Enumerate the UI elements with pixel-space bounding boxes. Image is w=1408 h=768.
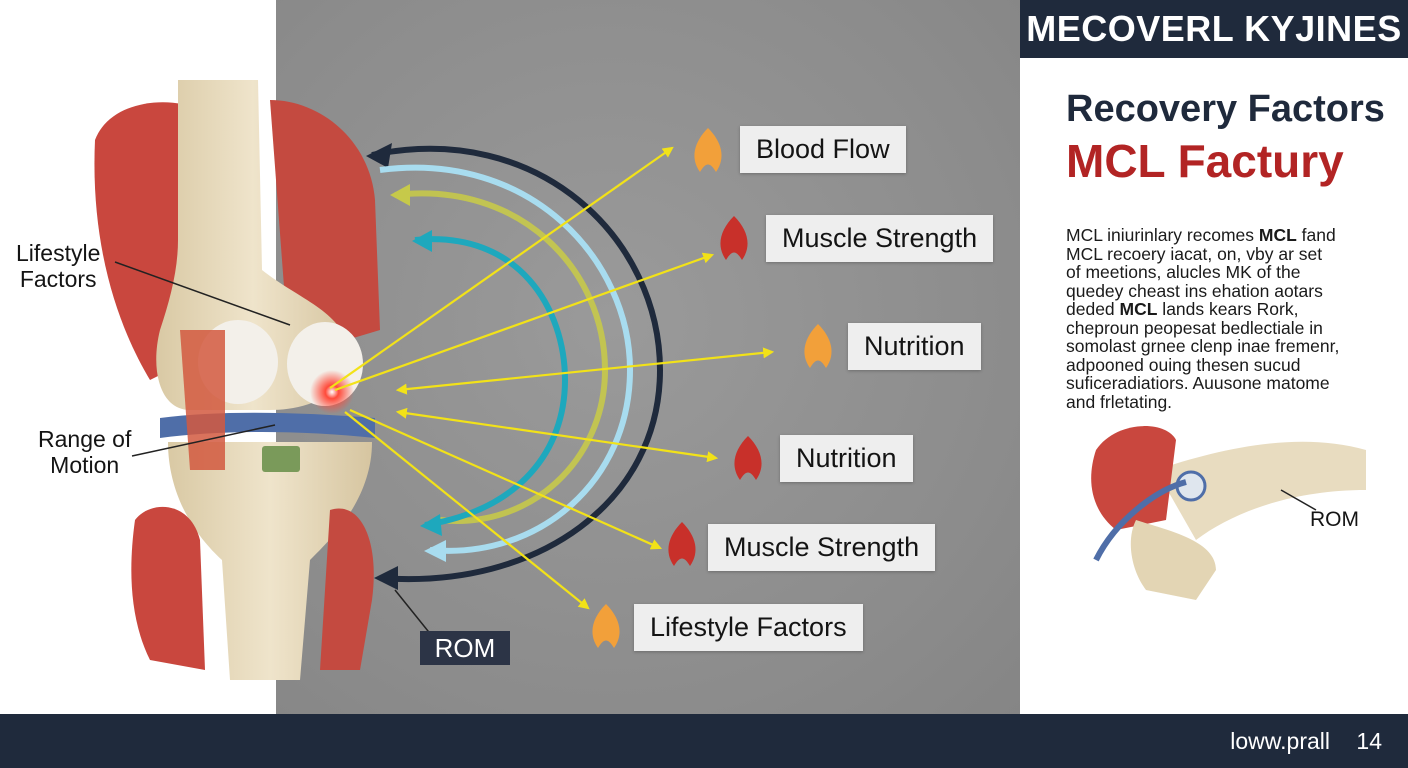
factor-label-muscle-strength-2: Muscle Strength [708, 524, 936, 571]
factor-icon-1 [694, 128, 722, 172]
panel-title: Recovery Factors [1066, 88, 1385, 130]
arc-navy-arrowhead-top [366, 143, 392, 168]
factor-icon-4 [734, 436, 762, 480]
knee-recovery-diagram [94, 80, 832, 680]
arc-navy-arrowhead-bottom [374, 566, 398, 590]
range-of-motion-line1: Range of [38, 426, 132, 452]
panel-body-line: MCL iniurinlary recomes MCL fand [1066, 225, 1336, 245]
calf-muscle-left [131, 506, 205, 670]
side-rom-pointer [1280, 489, 1317, 511]
injury-glow [310, 370, 354, 414]
factor-icon-2 [720, 216, 748, 260]
factor-label-nutrition-1: Nutrition [848, 323, 981, 370]
range-of-motion-label: Range of Motion [38, 426, 131, 478]
knee-side-illustration [1091, 426, 1366, 600]
factor-label-nutrition-2: Nutrition [780, 435, 913, 482]
arc-navy [371, 145, 664, 583]
mcl-ligament [180, 330, 225, 470]
factor-icon-5 [668, 522, 696, 566]
panel-body-line: cheproun peopesat bedlectiale in [1066, 317, 1323, 338]
panel-body-line: somolast grnee clenp inae fremenr, [1066, 336, 1340, 356]
page-number: 14 [1356, 728, 1382, 754]
arc-olive-arrowhead [390, 184, 410, 206]
thigh-muscle-right [270, 100, 380, 345]
factor-icon-3 [804, 324, 832, 368]
factor-icons [592, 128, 832, 648]
arrow-muscle-strength-2 [349, 408, 663, 550]
footer-url[interactable]: lоww.prall [1230, 728, 1330, 754]
side-muscle [1091, 426, 1176, 530]
range-of-motion-line2: Motion [50, 452, 120, 478]
arrow-blood-flow [329, 146, 674, 389]
tibia-marker [262, 446, 300, 472]
knee-anatomy-illustration [94, 80, 380, 680]
panel-body-line: MCL recoеry iacat, on, vby ar set [1066, 243, 1323, 264]
factor-label-muscle-strength-1: Muscle Strength [766, 215, 994, 262]
rom-pointer-line [131, 424, 276, 457]
side-femur [1156, 441, 1366, 540]
side-tibia [1130, 520, 1216, 600]
panel-body-line: deded MCL lands kears Rork, [1066, 299, 1299, 319]
panel-body-line: suficeradiatiors. Auusone matome [1066, 373, 1330, 393]
footer-bar: lоww.prall 14 [0, 714, 1408, 768]
panel-body-line: of meetions, alucles MK of the [1066, 262, 1301, 282]
factor-label-blood-flow: Blood Flow [740, 126, 906, 173]
lifestyle-factors-line2: Factors [19, 266, 97, 292]
arrow-nutrition-2 [395, 407, 719, 463]
calf-muscle-right [320, 508, 374, 670]
panel-subtitle: MCL Factury [1066, 135, 1344, 187]
factor-label-lifestyle-factors: Lifestyle Factors [634, 604, 863, 651]
arc-light-blue-arrowhead [424, 540, 446, 562]
lifestyle-factors-line1: Lifestyle [16, 240, 101, 266]
lifestyle-factors-label: Lifestyle Factors [16, 240, 100, 292]
arrow-lifestyle-factors [344, 411, 590, 610]
panel-body-line: adpooned ouing thesen sucud [1066, 354, 1301, 375]
panel-body-line: and frletating. [1066, 391, 1173, 412]
side-ligament [1093, 479, 1187, 562]
arc-teal [414, 236, 569, 528]
factor-icon-6 [592, 604, 620, 648]
rom-box-pointer-line [394, 589, 433, 637]
side-rom-label: ROM [1310, 508, 1359, 531]
header-title: MECOVERL KYJINES [1020, 0, 1408, 58]
panel-body-line: quedey cheast ins ehation aotars [1066, 280, 1323, 301]
arrow-nutrition-1 [395, 347, 775, 395]
rom-box: ROM [420, 631, 510, 665]
arc-teal-arrowhead-bottom [420, 514, 442, 536]
lifestyle-pointer-line [114, 261, 291, 326]
tibia-bone [168, 442, 372, 680]
femur-bone [156, 80, 350, 410]
factor-pointer-arrows [329, 146, 775, 610]
arc-teal-arrowhead [412, 230, 432, 252]
